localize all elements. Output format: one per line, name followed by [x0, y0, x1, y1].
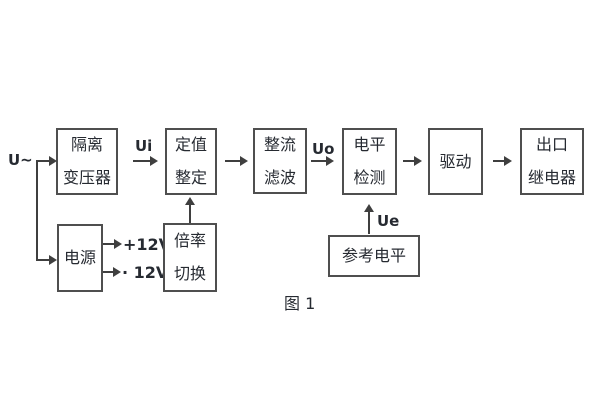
arrowhead-uo-icon — [326, 156, 334, 166]
arrowhead-input-icon — [49, 156, 57, 166]
block-label: 电源 — [63, 248, 96, 267]
block-label: 滤波 — [263, 167, 296, 187]
connector-ui — [133, 160, 150, 162]
connector-level-drive — [403, 160, 414, 162]
block-drive: 驱动 — [428, 128, 483, 195]
arrowhead-set-rect-icon — [240, 156, 248, 166]
label-ui-signal: Ui — [135, 137, 153, 155]
label-ue-signal: Ue — [377, 212, 400, 230]
block-rectifier-filter: 整流 滤波 — [253, 128, 307, 194]
label-uo-signal: Uo — [312, 140, 335, 158]
arrowhead-ui-icon — [150, 156, 158, 166]
block-output-relay: 出口 继电器 — [520, 128, 584, 195]
connector-uo — [311, 160, 326, 162]
block-label: 出口 — [535, 135, 568, 154]
connector-input-line — [36, 160, 49, 162]
connector-input-branch — [36, 160, 38, 260]
block-label: 继电器 — [527, 168, 576, 187]
arrowhead-power-icon — [49, 255, 57, 265]
label-plus-12v: +12V — [123, 235, 172, 254]
connector-drive-relay — [493, 160, 504, 162]
arrowhead-plus12v-icon — [114, 239, 122, 249]
arrowhead-level-drive-icon — [414, 156, 422, 166]
block-label: 参考电平 — [341, 246, 406, 265]
block-setting-adjust: 定值 整定 — [165, 128, 217, 195]
connector-ratio-setting — [189, 205, 191, 223]
block-power-supply: 电源 — [57, 224, 103, 292]
block-label: 电平 — [353, 135, 386, 154]
connector-plus12v — [103, 243, 114, 245]
block-label: 切换 — [173, 264, 206, 283]
connector-set-rect — [225, 160, 240, 162]
connector-minus12v — [103, 271, 113, 273]
arrowhead-ue-icon — [364, 204, 374, 212]
arrowhead-ratio-setting-icon — [185, 197, 195, 205]
block-label: 检测 — [353, 168, 386, 187]
block-label: 定值 — [174, 135, 207, 154]
block-isolation-transformer: 隔离 变压器 — [56, 128, 118, 195]
figure-caption: 图 1 — [284, 294, 316, 313]
label-input-signal: U~ — [8, 151, 33, 169]
label-minus-12v: · 12V — [122, 263, 169, 282]
block-label: 变压器 — [62, 168, 111, 187]
block-label: 驱动 — [439, 151, 472, 171]
connector-branch-to-power — [36, 259, 49, 261]
block-label: 隔离 — [70, 135, 103, 154]
block-ratio-switch: 倍率 切换 — [163, 223, 217, 292]
block-label: 整流 — [263, 134, 296, 154]
arrowhead-minus12v-icon — [113, 267, 121, 277]
block-reference-level: 参考电平 — [328, 235, 420, 277]
block-label: 整定 — [174, 168, 207, 187]
connector-ue — [368, 212, 370, 234]
arrowhead-drive-relay-icon — [504, 156, 512, 166]
block-level-detection: 电平 检测 — [342, 128, 397, 195]
block-label: 倍率 — [173, 231, 206, 250]
